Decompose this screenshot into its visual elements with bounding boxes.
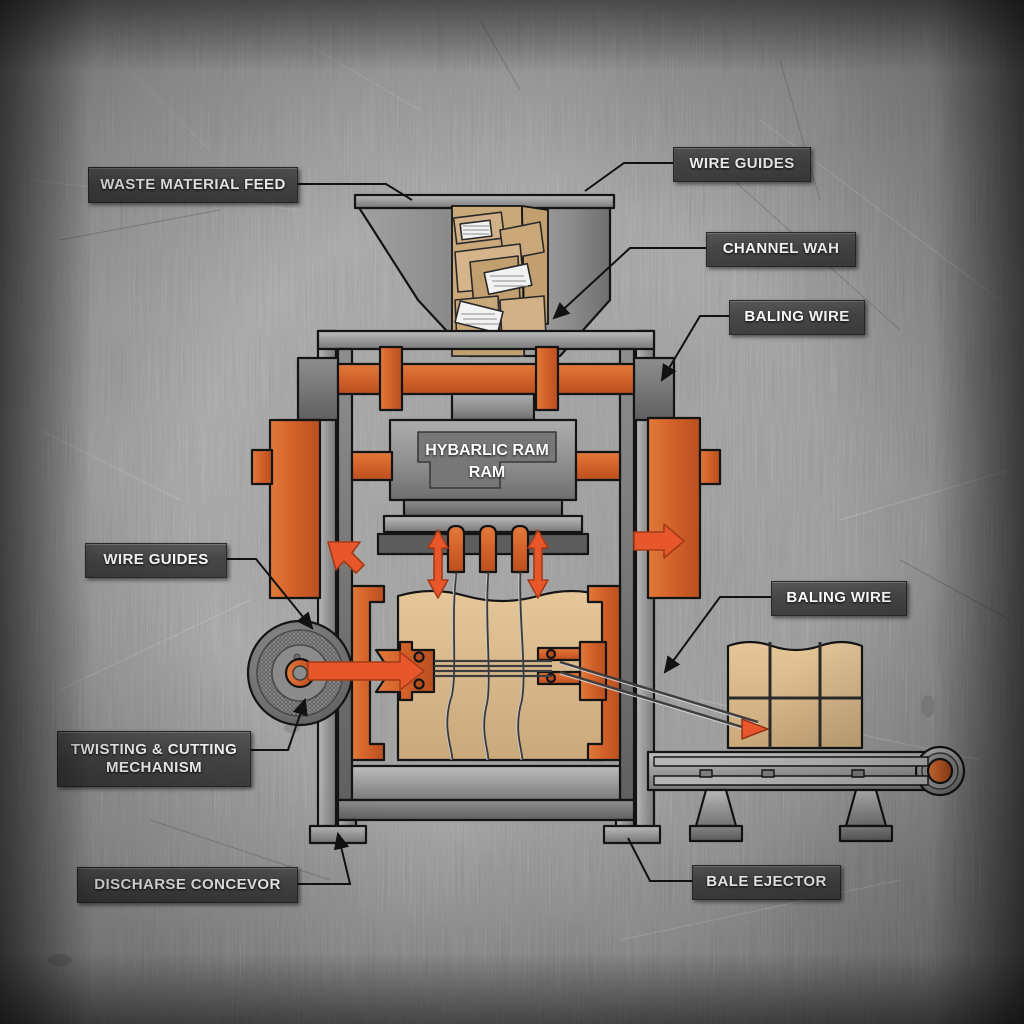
- callout-label-twisting-cutting: TWISTING & CUTTING MECHANISM: [57, 731, 251, 787]
- callout-label-wire-guides-left: WIRE GUIDES: [85, 543, 227, 578]
- leader-wire-guides-top: [584, 162, 673, 192]
- conveyor-roller: [926, 757, 954, 785]
- callout-label-baling-wire-right: BALING WIRE: [771, 581, 907, 616]
- base-foot-right: [602, 824, 662, 845]
- callout-label-discharse-concevor: DISCHARSE CONCEVOR: [77, 867, 298, 903]
- conveyor-leg-right: [844, 788, 888, 828]
- callout-label-wire-guides-top: WIRE GUIDES: [673, 147, 811, 182]
- callout-label-bale-ejector: BALE EJECTOR: [692, 865, 841, 900]
- discharge-conveyor: [646, 745, 966, 843]
- callout-label-baling-wire-right-top: BALING WIRE: [729, 300, 865, 335]
- leader-bale-ejector: [627, 837, 692, 882]
- wire-guides: [446, 524, 530, 574]
- callout-label-waste-material-feed: WASTE MATERIAL FEED: [88, 167, 298, 203]
- ram-neck: [450, 392, 536, 422]
- right-hydraulic-cylinder: [646, 416, 722, 600]
- conveyor-leg-left: [694, 788, 738, 828]
- callout-label-channel-wah: CHANNEL WAH: [706, 232, 856, 267]
- left-hydraulic-cylinder: [250, 418, 322, 600]
